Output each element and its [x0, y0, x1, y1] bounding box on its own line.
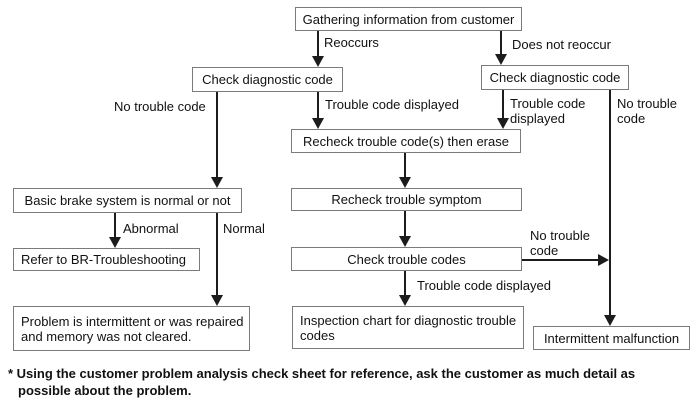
- node-inspection-chart: Inspection chart for diagnostic trouble …: [292, 306, 524, 349]
- edge-label-no-trouble-code-right: No trouble code: [617, 96, 677, 126]
- arrowhead-down-icon: [495, 54, 507, 65]
- arrowhead-down-icon: [109, 237, 121, 248]
- flow-line-trouble-code-displayed-left: [317, 92, 319, 119]
- node-refer-br-troubleshooting: Refer to BR-Troubleshooting: [13, 248, 200, 271]
- edge-label-trouble-code-displayed-right: Trouble code displayed: [510, 96, 586, 126]
- flow-line-symptom-to-check: [404, 211, 406, 237]
- flow-line-abnormal: [114, 213, 116, 238]
- flow-line-trouble-code-displayed-right: [502, 90, 504, 119]
- footnote-line2: possible about the problem.: [18, 383, 192, 398]
- flow-line-no-trouble-code-right: [609, 90, 611, 316]
- flow-line-no-trouble-code-left: [216, 92, 218, 178]
- arrowhead-right-icon: [598, 254, 609, 266]
- footnote-line1: * Using the customer problem analysis ch…: [8, 366, 636, 381]
- arrowhead-down-icon: [497, 118, 509, 129]
- node-check-diagnostic-code-left: Check diagnostic code: [192, 67, 343, 92]
- node-gathering-information: Gathering information from customer: [295, 7, 522, 31]
- node-check-diagnostic-code-right: Check diagnostic code: [481, 65, 629, 90]
- arrowhead-down-icon: [399, 236, 411, 247]
- flow-line-does-not-reoccur: [500, 31, 502, 55]
- arrowhead-down-icon: [211, 295, 223, 306]
- edge-label-normal: Normal: [223, 221, 265, 236]
- edge-label-trouble-code-displayed-bottom: Trouble code displayed: [417, 278, 551, 293]
- edge-label-reoccurs: Reoccurs: [324, 35, 379, 50]
- arrowhead-down-icon: [604, 315, 616, 326]
- node-basic-brake-system: Basic brake system is normal or not: [13, 188, 242, 213]
- edge-label-no-trouble-code-mid: No trouble code: [530, 228, 590, 258]
- flow-line-no-trouble-code-mid: [522, 259, 599, 261]
- flow-line-reoccurs: [317, 31, 319, 57]
- node-recheck-trouble-codes-erase: Recheck trouble code(s) then erase: [291, 129, 521, 153]
- edge-label-does-not-reoccur: Does not reoccur: [512, 37, 611, 52]
- arrowhead-down-icon: [399, 177, 411, 188]
- node-problem-intermittent: Problem is intermittent or was repaired …: [13, 306, 250, 351]
- node-check-trouble-codes: Check trouble codes: [291, 247, 522, 271]
- arrowhead-down-icon: [312, 118, 324, 129]
- arrowhead-down-icon: [211, 177, 223, 188]
- node-recheck-trouble-symptom: Recheck trouble symptom: [291, 188, 522, 211]
- arrowhead-down-icon: [399, 295, 411, 306]
- flow-line-check-to-inspection: [404, 271, 406, 296]
- edge-label-trouble-code-displayed-left: Trouble code displayed: [325, 97, 459, 112]
- flow-line-erase-to-symptom: [404, 153, 406, 178]
- edge-label-no-trouble-code-left: No trouble code: [114, 99, 206, 114]
- arrowhead-down-icon: [312, 56, 324, 67]
- edge-label-abnormal: Abnormal: [123, 221, 179, 236]
- flow-line-normal: [216, 213, 218, 296]
- node-intermittent-malfunction: Intermittent malfunction: [533, 326, 690, 350]
